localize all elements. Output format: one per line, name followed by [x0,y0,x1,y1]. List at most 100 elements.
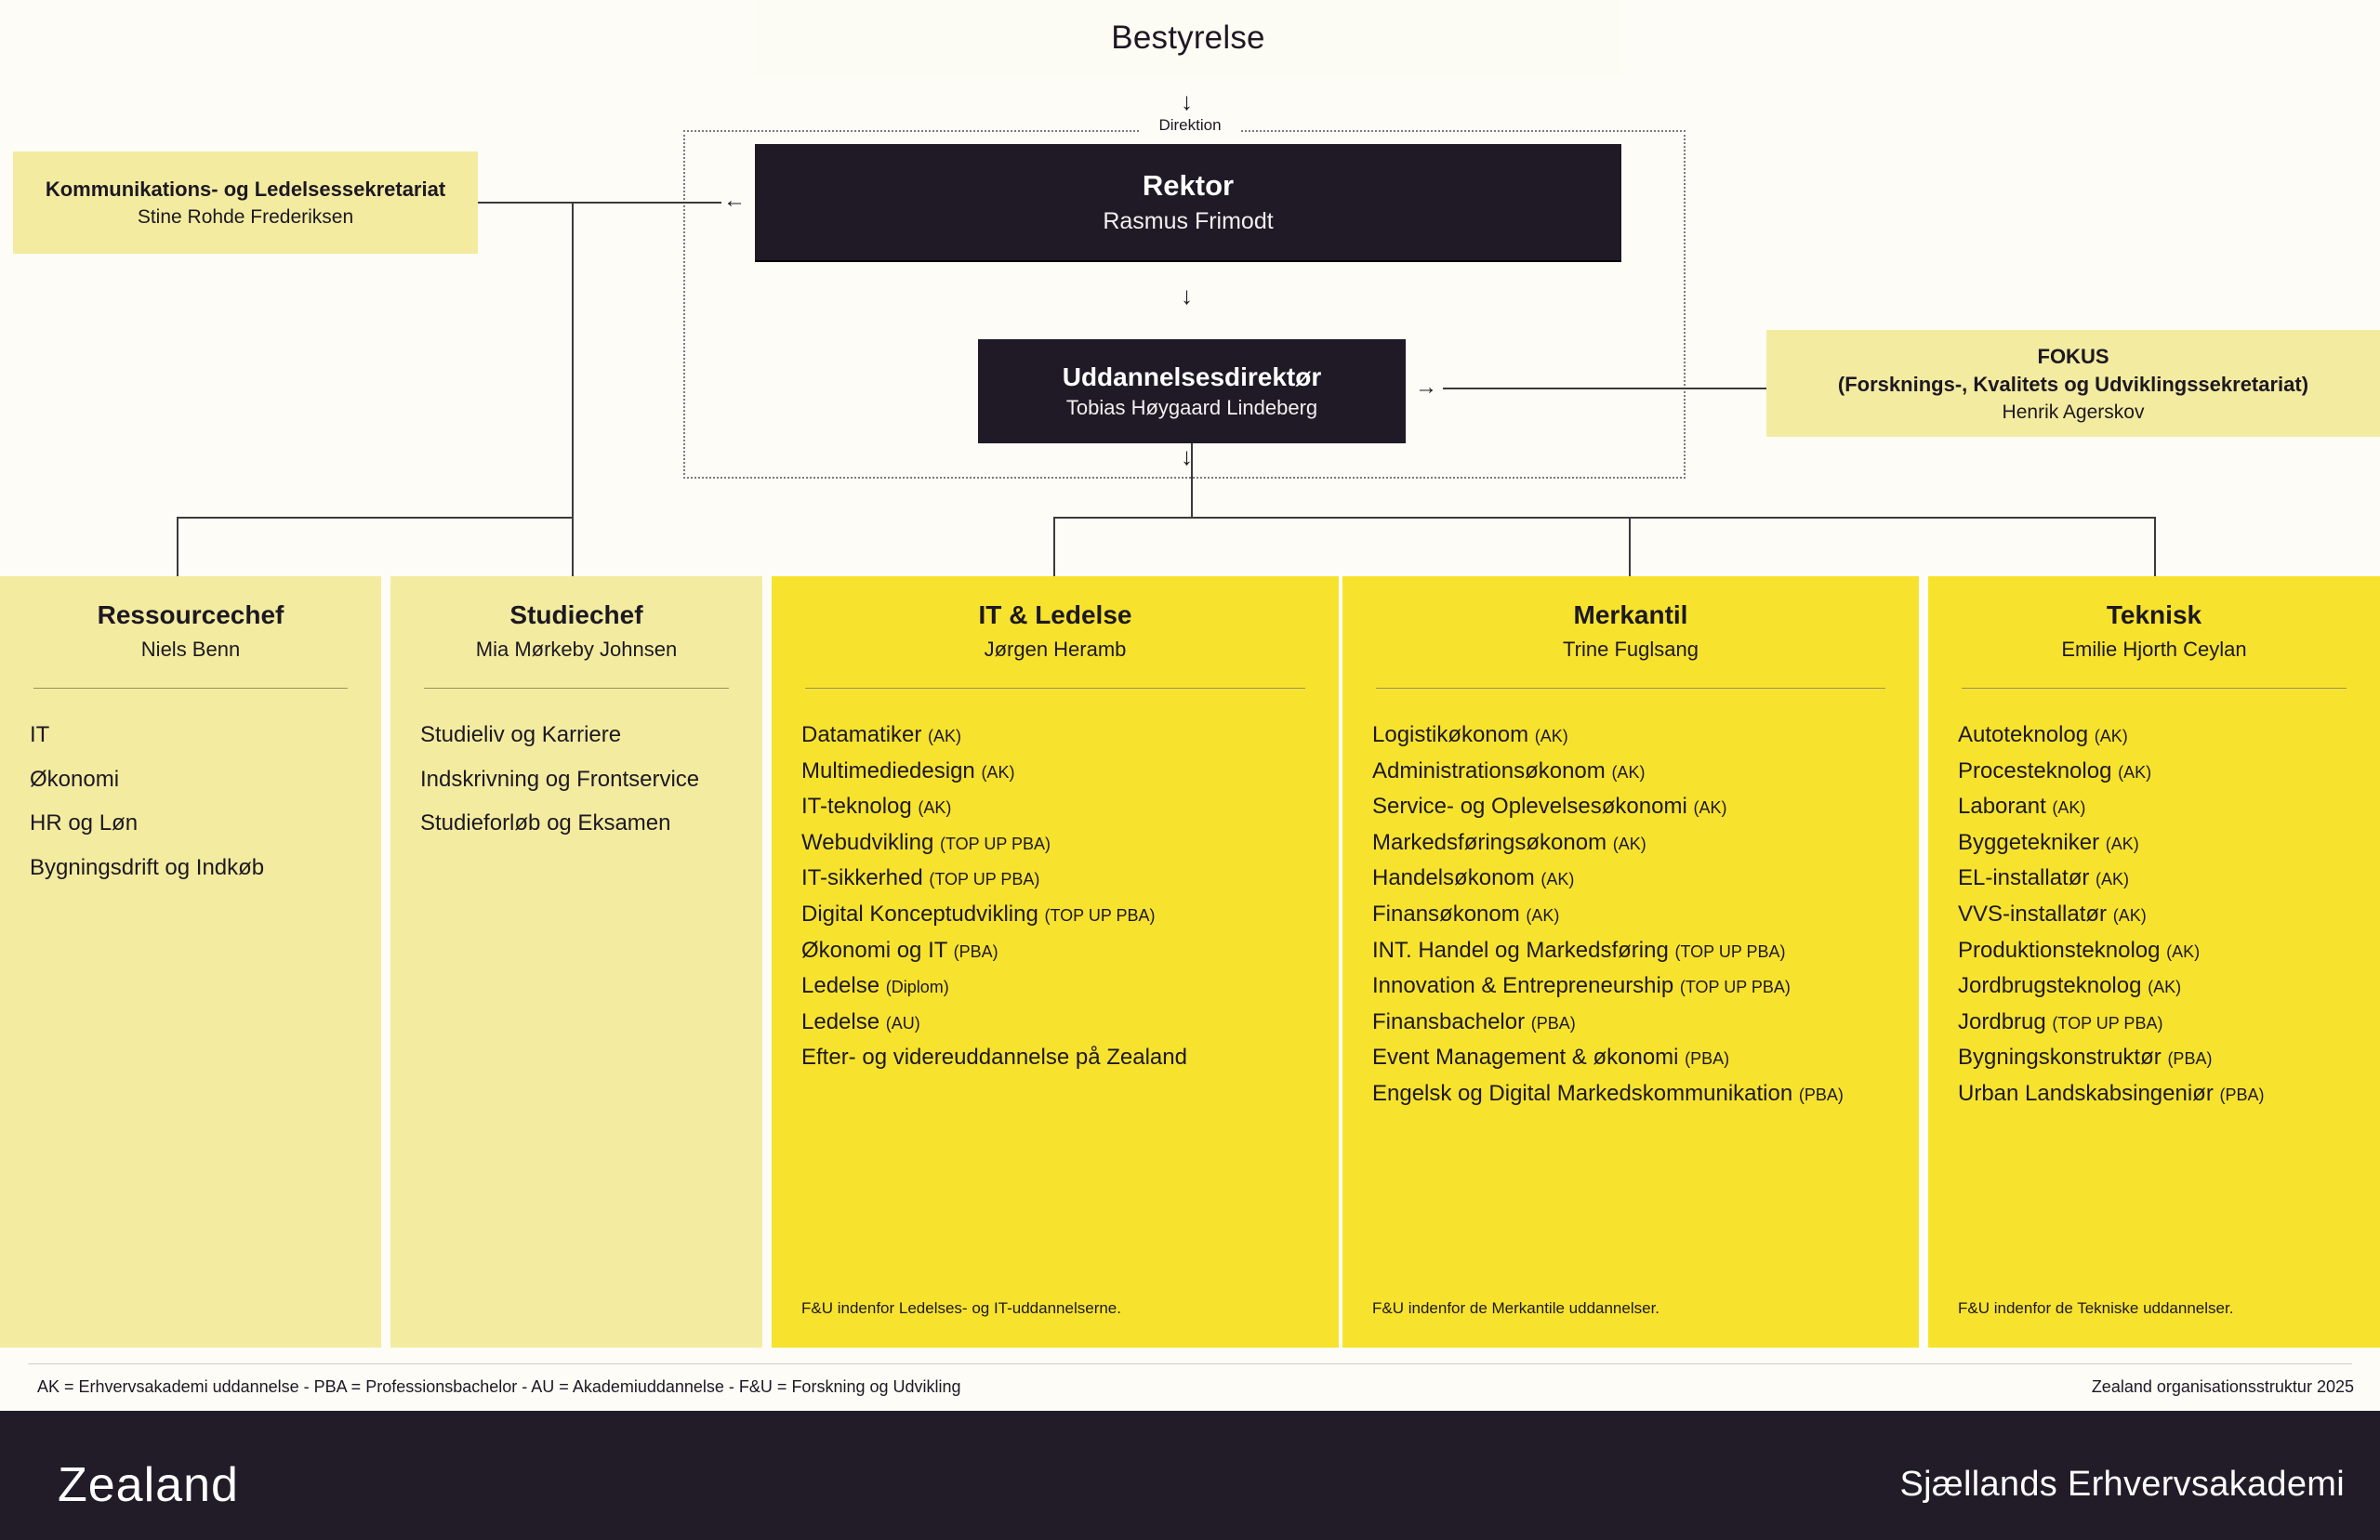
fokus-title-line2: (Forsknings-, Kvalitets og Udviklingssek… [1837,372,2309,396]
fokus-title-line1: FOKUS [2037,344,2109,368]
list-item: IT-sikkerhed (TOP UP PBA) [801,865,1309,891]
item-name: Datamatiker [801,722,922,747]
item-name: Økonomi [30,766,120,792]
list-item: Service- og Oplevelsesøkonomi (AK) [1372,794,1889,820]
item-name: Engelsk og Digital Markedskommunikation [1372,1080,1793,1106]
list-item: Webudvikling (TOP UP PBA) [801,830,1309,856]
column-teknisk: Teknisk Emilie Hjorth Ceylan Autoteknolo… [1928,576,2380,1348]
item-suffix: (AK) [2118,762,2152,782]
item-name: Innovation & Entrepreneurship [1372,973,1674,999]
item-suffix: (PBA) [2167,1049,2213,1069]
column-divider [805,688,1305,689]
item-suffix: (PBA) [1530,1013,1576,1033]
column-person: Emilie Hjorth Ceylan [2061,638,2247,661]
fu-note: F&U indenfor de Tekniske uddannelser. [1958,1299,2234,1317]
list-item: Digital Konceptudvikling (TOP UP PBA) [801,902,1309,928]
item-name: Produktionsteknolog [1958,937,2161,963]
item-name: Event Management & økonomi [1372,1045,1679,1071]
list-item: Finansøkonom (AK) [1372,902,1889,928]
item-name: IT [30,722,50,747]
legend-document-title: Zealand organisationsstruktur 2025 [2091,1377,2354,1396]
uddannelsesdirektoer-title: Uddannelsesdirektør [1062,362,1322,391]
connector-drop-ressourcechef [177,517,178,578]
item-suffix: (AK) [981,762,1015,782]
item-suffix: (AK) [2094,727,2128,745]
list-item: Finansbachelor (PBA) [1372,1009,1889,1035]
list-item: IT-teknolog (AK) [801,794,1309,820]
list-item: Byggetekniker (AK) [1958,830,2350,856]
list-item: Bygningsdrift og Indkøb [30,855,351,881]
column-person: Niels Benn [140,638,241,661]
connector-fokus-horizontal [1443,388,1766,389]
item-name: Jordbrugsteknolog [1958,973,2142,999]
column-title: IT & Ledelse [978,600,1132,629]
column-merkantil: Merkantil Trine Fuglsang Logistikøkonom … [1342,576,1919,1348]
column-divider [33,688,348,689]
fokus-person: Henrik Agerskov [2002,401,2145,424]
list-item: Handelsøkonom (AK) [1372,865,1889,891]
item-name: IT-teknolog [801,794,912,820]
footer-bar: Zealand Sjællands Erhvervsakademi [0,1411,2380,1540]
item-name: Indskrivning og Frontservice [420,766,700,792]
item-suffix: (AK) [1526,905,1560,925]
arrow-down-uddannelsesdirektoer-icon: ↓ [1181,442,1193,470]
item-name: Procesteknolog [1958,757,2112,783]
list-item: Autoteknolog (AK) [1958,722,2350,748]
list-item: Produktionsteknolog (AK) [1958,938,2350,964]
list-item: Jordbrugsteknolog (AK) [1958,973,2350,999]
item-name: Handelsøkonom [1372,865,1535,891]
connector-left-bus [177,517,574,519]
column-title: Studiechef [509,600,643,629]
list-item: Indskrivning og Frontservice [420,767,733,793]
column-person: Trine Fuglsang [1563,638,1699,661]
item-name: Jordbrug [1958,1008,2046,1034]
column-item-list: Logistikøkonom (AK) Administrationsøkono… [1372,722,1889,1107]
list-item: Multimediedesign (AK) [801,758,1309,784]
list-item: HR og Løn [30,810,351,836]
list-item: Event Management & økonomi (PBA) [1372,1045,1889,1071]
item-suffix: (TOP UP PBA) [1674,941,1786,961]
kommunikationssekretariat-box: Kommunikations- og Ledelsessekretariat S… [13,151,478,254]
item-suffix: (AK) [928,727,962,745]
column-item-list: Datamatiker (AK) Multimediedesign (AK) I… [801,722,1309,1071]
item-suffix: (AK) [2096,870,2130,889]
legend-abbreviations: AK = Erhvervsakademi uddannelse - PBA = … [37,1377,961,1396]
item-suffix: (AK) [918,798,952,818]
list-item: Studieliv og Karriere [420,722,733,748]
column-person: Mia Mørkeby Johnsen [475,638,678,661]
list-item: EL-installatør (AK) [1958,865,2350,891]
list-item: Økonomi [30,767,351,793]
arrow-right-fokus-icon: → [1415,375,1437,400]
list-item: Innovation & Entrepreneurship (TOP UP PB… [1372,973,1889,999]
list-item: Administrationsøkonom (AK) [1372,758,1889,784]
list-item: Ledelse (Diplom) [801,973,1309,999]
legend-divider [28,1363,2352,1364]
rektor-box: Rektor Rasmus Frimodt [755,144,1621,260]
item-suffix: (AK) [2105,834,2139,853]
connector-kommunikation-horizontal [478,202,721,204]
item-name: INT. Handel og Markedsføring [1372,937,1669,963]
item-name: Ledelse [801,1008,880,1034]
list-item: Økonomi og IT (PBA) [801,938,1309,964]
item-suffix: (AK) [1540,870,1575,889]
column-ressourcechef: Ressourcechef Niels Benn IT Økonomi HR o… [0,576,381,1348]
item-name: Laborant [1958,794,2046,820]
item-suffix: (AK) [1693,798,1727,818]
item-suffix: (TOP UP PBA) [1044,905,1156,925]
item-name: Bygningsdrift og Indkøb [30,854,265,880]
fu-note: F&U indenfor Ledelses- og IT-uddannelser… [801,1299,1121,1317]
item-name: Urban Landskabsingeniør [1958,1080,2214,1106]
item-name: Finansbachelor [1372,1008,1526,1034]
item-name: Markedsføringsøkonom [1372,829,1607,855]
item-name: Efter- og videreuddannelse på Zealand [801,1045,1187,1071]
connector-drop-teknisk [2154,517,2156,578]
item-name: Studieliv og Karriere [420,722,622,747]
item-suffix: (PBA) [1685,1049,1730,1069]
item-suffix: (AK) [2166,941,2201,961]
connector-programs-bus [1053,517,2156,519]
item-suffix: (Diplom) [885,978,949,997]
item-suffix: (AK) [2148,978,2182,997]
zealand-logo: Zealand [58,1458,239,1512]
uddannelsesdirektoer-box: Uddannelsesdirektør Tobias Høygaard Lind… [978,339,1406,443]
column-it-ledelse: IT & Ledelse Jørgen Heramb Datamatiker (… [772,576,1339,1348]
